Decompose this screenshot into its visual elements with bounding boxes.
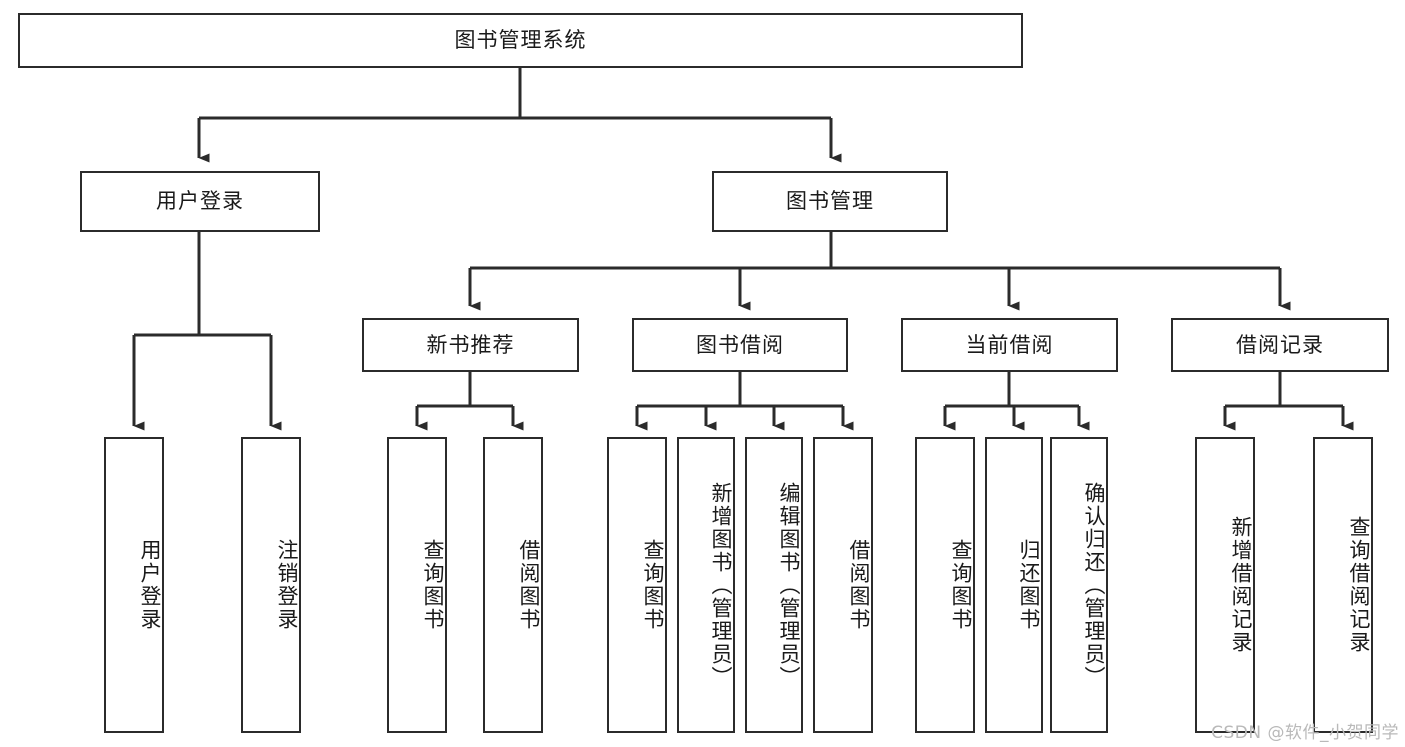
node-leaf-edit-book[interactable]: 编辑图书（管理员）: [745, 437, 803, 733]
node-leaf-logout-login-label: 注销登录: [275, 539, 299, 631]
node-leaf-add-record-label: 新增借阅记录: [1229, 516, 1253, 654]
node-leaf-logout-login[interactable]: 注销登录: [241, 437, 301, 733]
node-leaf-query-book-2-label: 查询图书: [641, 539, 665, 631]
node-leaf-query-book-3-label: 查询图书: [949, 539, 973, 631]
node-leaf-query-record[interactable]: 查询借阅记录: [1313, 437, 1373, 733]
node-leaf-borrow-book-2[interactable]: 借阅图书: [813, 437, 873, 733]
node-leaf-add-record[interactable]: 新增借阅记录: [1195, 437, 1255, 733]
node-leaf-query-book-3[interactable]: 查询图书: [915, 437, 975, 733]
node-book-manage[interactable]: 图书管理: [712, 171, 948, 232]
node-book-manage-label: 图书管理: [786, 189, 874, 214]
node-leaf-confirm-return-label: 确认归还（管理员）: [1082, 481, 1106, 689]
node-root[interactable]: 图书管理系统: [18, 13, 1023, 68]
node-leaf-return-book-label: 归还图书: [1017, 539, 1041, 631]
csdn-watermark: CSDN @软件_小贺同学: [1211, 723, 1399, 743]
node-book-borrow-label: 图书借阅: [696, 332, 784, 357]
node-leaf-confirm-return[interactable]: 确认归还（管理员）: [1050, 437, 1108, 733]
node-borrow-record-label: 借阅记录: [1236, 332, 1324, 357]
node-leaf-user-login[interactable]: 用户登录: [104, 437, 164, 733]
node-book-borrow[interactable]: 图书借阅: [632, 318, 848, 372]
node-leaf-add-book-label: 新增图书（管理员）: [709, 481, 733, 689]
node-leaf-query-book-1-label: 查询图书: [421, 539, 445, 631]
node-leaf-query-record-label: 查询借阅记录: [1347, 516, 1371, 654]
node-leaf-query-book-2[interactable]: 查询图书: [607, 437, 667, 733]
node-user-login[interactable]: 用户登录: [80, 171, 320, 232]
node-leaf-borrow-book-1[interactable]: 借阅图书: [483, 437, 543, 733]
node-leaf-user-login-label: 用户登录: [138, 539, 162, 631]
node-leaf-return-book[interactable]: 归还图书: [985, 437, 1043, 733]
node-borrow-record[interactable]: 借阅记录: [1171, 318, 1389, 372]
node-leaf-borrow-book-1-label: 借阅图书: [517, 539, 541, 631]
node-current-borrow-label: 当前借阅: [965, 332, 1054, 357]
node-leaf-add-book[interactable]: 新增图书（管理员）: [677, 437, 735, 733]
node-new-book-rec[interactable]: 新书推荐: [362, 318, 579, 372]
node-new-book-rec-label: 新书推荐: [426, 332, 515, 357]
node-root-label: 图书管理系统: [454, 28, 587, 53]
node-current-borrow[interactable]: 当前借阅: [901, 318, 1118, 372]
node-leaf-edit-book-label: 编辑图书（管理员）: [777, 481, 801, 689]
node-leaf-query-book-1[interactable]: 查询图书: [387, 437, 447, 733]
node-user-login-label: 用户登录: [156, 189, 244, 214]
node-leaf-borrow-book-2-label: 借阅图书: [847, 539, 871, 631]
